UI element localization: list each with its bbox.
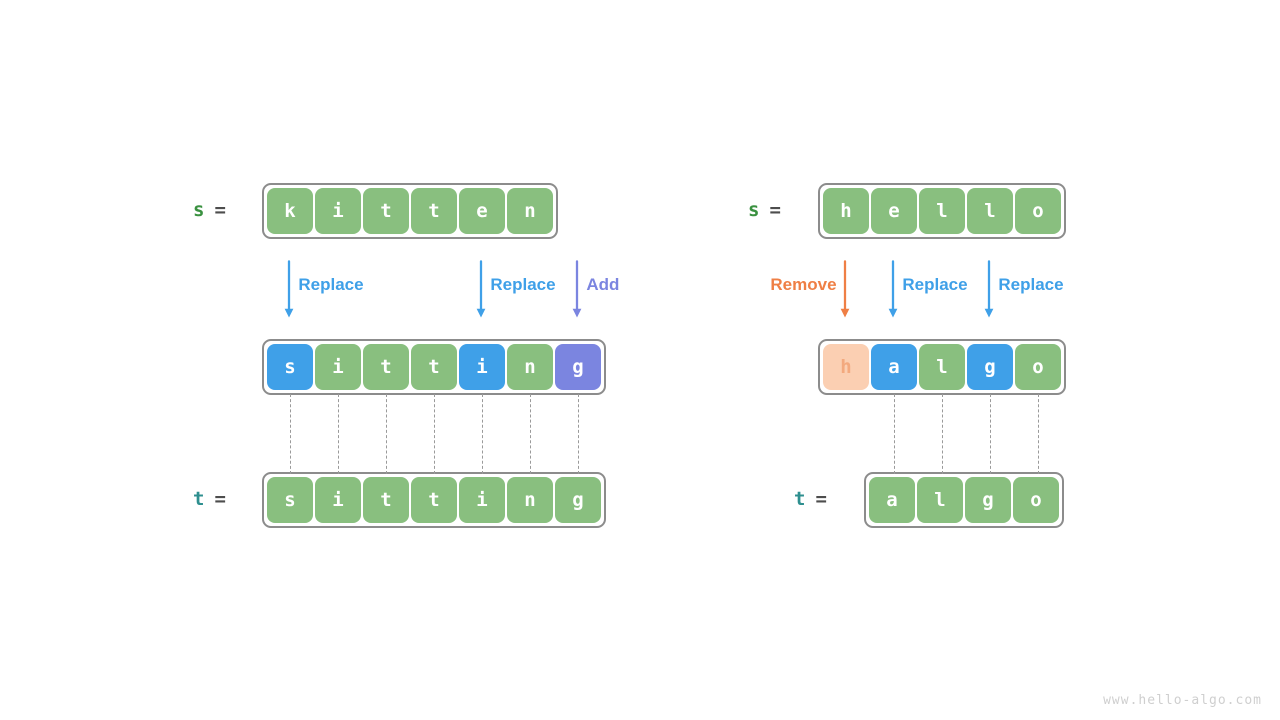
operation-label: Remove [770, 274, 837, 294]
alignment-connector [894, 393, 896, 474]
equals-sign: = [214, 488, 227, 510]
operation-label: Replace [490, 274, 556, 294]
variable-label-s: s= [193, 199, 227, 221]
alignment-connector [578, 393, 580, 474]
alignment-connector [290, 393, 292, 474]
cell: i [315, 344, 361, 390]
cell: s [267, 477, 313, 523]
alignment-connector [942, 393, 944, 474]
cell: e [459, 188, 505, 234]
cell: t [411, 344, 457, 390]
variable-label-t: t= [794, 488, 828, 510]
cell: t [363, 344, 409, 390]
cell: l [967, 188, 1013, 234]
alignment-connector [434, 393, 436, 474]
cell: n [507, 477, 553, 523]
variable-name: s [748, 199, 761, 221]
watermark: www.hello-algo.com [1103, 693, 1262, 708]
cell: g [555, 477, 601, 523]
cell: n [507, 188, 553, 234]
operation-label: Replace [998, 274, 1064, 294]
operation-label: Add [586, 274, 620, 294]
cell: o [1015, 344, 1061, 390]
cell: k [267, 188, 313, 234]
cell: g [555, 344, 601, 390]
variable-name: s [193, 199, 206, 221]
alignment-connector [530, 393, 532, 474]
variable-name: t [794, 488, 807, 510]
operation-arrow-blue [285, 260, 294, 318]
cell: t [411, 188, 457, 234]
operation-label: Replace [298, 274, 364, 294]
operation-arrow-purple [573, 260, 582, 318]
cell: l [917, 477, 963, 523]
operation-label: Replace [902, 274, 968, 294]
variable-label-t: t= [193, 488, 227, 510]
cell: i [315, 477, 361, 523]
cell: t [411, 477, 457, 523]
cell: g [965, 477, 1011, 523]
alignment-connector [482, 393, 484, 474]
cell: h [823, 188, 869, 234]
alignment-connector [990, 393, 992, 474]
cell: s [267, 344, 313, 390]
operation-arrow-blue [889, 260, 898, 318]
cell: i [315, 188, 361, 234]
cell: o [1013, 477, 1059, 523]
cell: i [459, 477, 505, 523]
alignment-connector [386, 393, 388, 474]
cell: o [1015, 188, 1061, 234]
variable-label-s: s= [748, 199, 782, 221]
cell: t [363, 188, 409, 234]
variable-name: t [193, 488, 206, 510]
alignment-connector [338, 393, 340, 474]
cell: a [869, 477, 915, 523]
cell: g [967, 344, 1013, 390]
equals-sign: = [815, 488, 828, 510]
cell: l [919, 344, 965, 390]
cell: i [459, 344, 505, 390]
cell: e [871, 188, 917, 234]
operation-arrow-blue [985, 260, 994, 318]
cell: l [919, 188, 965, 234]
operation-arrow-blue [477, 260, 486, 318]
operation-arrow-orange [841, 260, 850, 318]
cell: h [823, 344, 869, 390]
equals-sign: = [214, 199, 227, 221]
alignment-connector [1038, 393, 1040, 474]
cell: t [363, 477, 409, 523]
cell: n [507, 344, 553, 390]
cell: a [871, 344, 917, 390]
equals-sign: = [769, 199, 782, 221]
